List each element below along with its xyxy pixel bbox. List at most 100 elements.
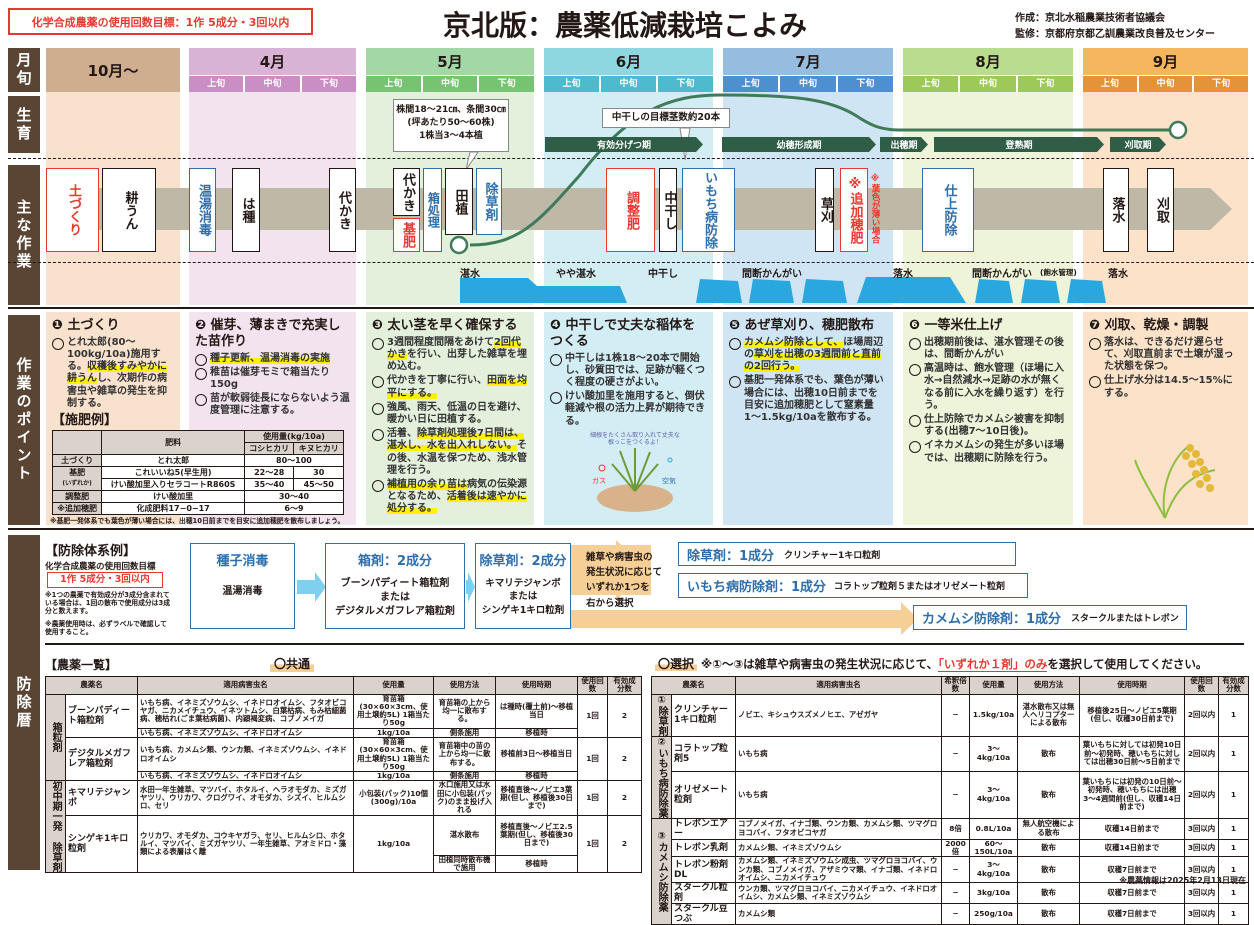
water-flooded: 湛水 xyxy=(460,269,480,280)
item-text: けい酸加里を施用すると、倒伏軽減や根の活力上昇が期待できる。 xyxy=(565,391,705,427)
stage-heading: 出穂期 xyxy=(880,137,928,152)
item-text: 苗が軟弱徒長にならないよう温度管理に注意する。 xyxy=(210,393,350,417)
table-cell: 収穫14日前まで xyxy=(1079,838,1185,858)
cell-text: 基肥 xyxy=(69,468,86,477)
period-late: 下旬 xyxy=(837,76,893,92)
table-cell: 小包装(パック)10個(300g)/10a xyxy=(353,780,434,816)
point-item: イネカメムシの発生が多いほ場では、出穂期に防除を行う。 xyxy=(909,440,1067,464)
table-cell: シンゲキ1キロ粒剤 xyxy=(65,814,138,874)
work-puddling-2: 代かき xyxy=(393,168,420,216)
header-cell: 使用量 xyxy=(969,676,1018,695)
table-cell: − xyxy=(941,903,970,925)
table-cell: 無人航空機による散布 xyxy=(1017,817,1080,840)
table-cell: コラトップ粒剤5 xyxy=(671,735,736,772)
work-finish-control: 仕上防除 xyxy=(922,168,974,252)
point-title: ❷ 催芽、薄まきで充実した苗作り xyxy=(195,318,341,349)
table-cell: クリンチャー1キロ粒剤 xyxy=(671,693,736,737)
item-text: 活着、 xyxy=(387,428,417,440)
goal-banner: 化学合成農薬の使用回数目標：1作 5成分・3回以内 xyxy=(8,8,313,35)
table-cell: ウリカワ、オモダカ、コウキヤガラ、セリ、ヒルムシロ、ホタルイ、マツバイ、ミズガヤ… xyxy=(137,814,354,874)
table-cell: 3回以内 xyxy=(1184,903,1219,925)
table-cell: 移植直後〜ノビエ3葉期(但し、移植後30日まで) xyxy=(495,780,578,816)
calendar-graphics xyxy=(46,93,1232,303)
table-cell: 2回以内 xyxy=(1184,735,1219,772)
period-late: 下旬 xyxy=(658,76,713,92)
highlighted-text: 補植用の余り苗は xyxy=(387,478,467,490)
tiller-target-callout: 中干しの目標茎数約20本 xyxy=(602,108,730,128)
gas-label: ガス xyxy=(592,477,606,485)
th: 使用量(kg/10a) xyxy=(243,430,345,443)
header-cell: 農薬名 xyxy=(651,676,736,695)
item-text: 3週間程度間隔をあけて xyxy=(387,336,494,348)
period-late: 下旬 xyxy=(1017,76,1073,92)
period-mid: 中旬 xyxy=(960,76,1016,92)
td: 22〜28 xyxy=(243,466,295,479)
table-row: 田植同時散布機で施用移植時 xyxy=(46,854,642,874)
work-weeding: 草刈 xyxy=(815,168,834,252)
table-cell: トレボン粉剤DL xyxy=(671,856,736,884)
point-item: 苗が軟弱徒長にならないよう温度管理に注意する。 xyxy=(195,393,350,417)
table-cell: − xyxy=(941,882,970,905)
item-text: 中干しは1株18〜20本で開始し、砂質田では、足跡が軽くつく程度の硬さがよい。 xyxy=(565,352,705,389)
work-blast-control: いもち病防除 xyxy=(682,168,735,252)
option-line: デジタルメガフレア箱粒剤 xyxy=(335,606,455,617)
table-cell: いもち病、イネミズゾウムシ、イネドロオイムシ xyxy=(137,727,354,738)
item-text: その後、水温を保つため、浅水管理を行う。 xyxy=(387,440,527,476)
table-cell: − xyxy=(941,693,970,737)
item-text: 強風、雨天、低温の日を避け、暖かい日に田植する。 xyxy=(387,401,527,425)
item-text: イネカメムシの発生が多いほ場では、出穂期に防除を行う。 xyxy=(924,440,1064,464)
table-cell: − xyxy=(941,735,970,772)
table-cell: 1回 xyxy=(577,814,608,874)
water-midseason: 中干し xyxy=(648,269,678,280)
option-blast-box: いもち病防除剤：1成分コラトップ粒剤５またはオリゼメート粒剤 xyxy=(678,573,1028,598)
table-cell: カメムシ類、イネミズゾウムシ xyxy=(735,838,942,858)
period-early: 上旬 xyxy=(903,76,959,92)
table-cell: デジタルメガフレア箱粒剤 xyxy=(65,736,138,782)
table-cell: 収穫7日前まで xyxy=(1079,903,1185,925)
point-title: ❸ 太い茎を早く確保する xyxy=(372,318,518,333)
period-mid: 中旬 xyxy=(1138,76,1193,92)
table-cell: 1 xyxy=(1218,903,1249,925)
option-desc: コラトップ粒剤５またはオリゼメート粒剤 xyxy=(834,582,1006,592)
water-shallow: やや湛水 xyxy=(556,269,596,280)
work-drain: 落水 xyxy=(1103,168,1129,252)
goal-label: 化学合成農薬の使用回数目標 xyxy=(45,562,156,572)
stage-ripening: 登熟期 xyxy=(934,137,1104,152)
table-cell: 60〜150L/10a xyxy=(969,838,1018,858)
table-cell: 2 xyxy=(607,780,642,816)
td: 80〜100 xyxy=(243,454,345,467)
point-item: 中干しは1株18〜20本で開始し、砂質田では、足跡が軽くつく程度の硬さがよい。 xyxy=(550,353,707,390)
row-label-month: 月旬 xyxy=(8,48,40,92)
select-arrows xyxy=(571,540,918,635)
table-cell: いもち病 xyxy=(735,735,942,772)
table-cell: コブノメイガ、イナゴ類、ウンカ類、カメムシ類、ツマグロヨコバイ、フタオビコヤガ xyxy=(735,817,942,840)
table-cell: 移植後25日〜ノビエ5葉期(但し、収穫30日前まで) xyxy=(1079,693,1185,737)
fertilizer-note: ※基肥一発体系でも葉色が薄い場合には、出穂10日前までを目安に追加穂肥を散布しま… xyxy=(50,517,345,525)
table-cell: 移植直後〜ノビエ2.5葉期(但し、移植後30日まで) xyxy=(495,814,578,856)
period-mid: 中旬 xyxy=(780,76,836,92)
option-desc: クリンチャー1キロ粒剤 xyxy=(784,550,881,561)
table-cell: 散布 xyxy=(1017,856,1080,884)
item-text: 高温時は、飽水管理（ほ場に入水→自然減水→足跡の水が無くなる前に入水を繰り返す）… xyxy=(924,363,1064,411)
rice-ear-icon xyxy=(1134,444,1216,519)
table-cell: ノビエ、キシュウスズメノヒエ、アゼガヤ xyxy=(735,693,942,737)
work-adjust-fertilizer: 調整肥 xyxy=(606,168,655,252)
table-cell: いもち病、イネミズゾウムシ、イネドロオイムシ、フタオビコヤガ、ニカメイチュウ、イ… xyxy=(137,693,354,729)
table-cell: 2 xyxy=(607,693,642,738)
table-cell: 1回 xyxy=(577,736,608,782)
th: キヌヒカリ xyxy=(293,442,344,455)
period-mid: 中旬 xyxy=(601,76,656,92)
water-saturated-note: (飽水管理) xyxy=(1040,268,1077,277)
table-cell: ②いもち病防除薬 xyxy=(651,735,672,819)
box-desc: 温湯消毒 xyxy=(222,586,263,597)
table-row: 初中期一発 除草剤キマリテジャンボ水田一年生雑草、マツバイ、ホタルイ、ヘラオモダ… xyxy=(45,780,642,874)
box-desc: ブーンパディート箱粒剤またはデジタルメガフレア箱粒剤 xyxy=(326,577,464,619)
period-mid: 中旬 xyxy=(422,76,478,92)
box-desc: キマリテジャンボまたはシンゲキ1キロ粒剤 xyxy=(476,577,570,617)
table-cell: 移植前3日〜移植当日 xyxy=(495,736,578,773)
instruction-line: 雑草や病害虫の xyxy=(586,552,653,563)
table-cell: カメムシ類 xyxy=(735,903,942,925)
